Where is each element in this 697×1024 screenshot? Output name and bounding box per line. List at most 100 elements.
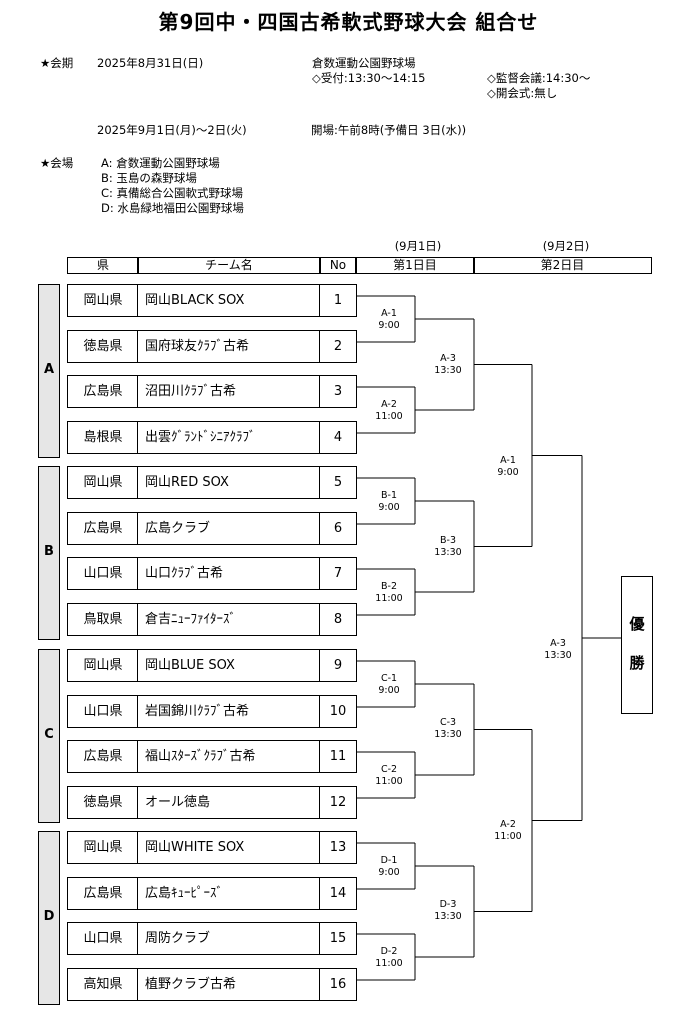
venue-item: D: 水島緑地福田公園野球場 xyxy=(101,201,244,215)
match-time: 11:00 xyxy=(375,958,403,969)
team-name: 山口ｸﾗﾌﾞ古希 xyxy=(137,557,321,590)
team-number: 1 xyxy=(319,284,357,317)
match-game: A-2 xyxy=(381,399,397,410)
match-game: B-3 xyxy=(440,535,456,546)
games-dates: 2025年9月1日(月)〜2日(火) xyxy=(97,123,247,137)
team-name: 出雲ｸﾞﾗﾝﾄﾞｼﾆｱｸﾗﾌﾞ xyxy=(137,421,321,454)
team-number: 2 xyxy=(319,330,357,363)
team-prefecture: 高知県 xyxy=(67,968,139,1001)
match-time: 11:00 xyxy=(375,411,403,422)
match-game: C-3 xyxy=(439,717,457,728)
match-time: 9:00 xyxy=(378,502,400,513)
match-game: D-3 xyxy=(439,899,457,910)
match-time: 9:00 xyxy=(378,685,400,696)
team-number: 16 xyxy=(319,968,357,1001)
team-name: 周防クラブ xyxy=(137,922,321,955)
directors-meeting: ◇監督会議:14:30〜 xyxy=(487,71,591,85)
team-number: 6 xyxy=(319,512,357,545)
team-prefecture: 岡山県 xyxy=(67,831,139,864)
team-header: チーム名 xyxy=(137,257,321,274)
day1-header: 第1日目 xyxy=(355,257,475,274)
block-d-column xyxy=(38,831,60,1005)
team-name: 岡山BLACK SOX xyxy=(137,284,321,317)
match-time: 11:00 xyxy=(375,593,403,604)
team-prefecture: 広島県 xyxy=(67,375,139,408)
team-name: 国府球友ｸﾗﾌﾞ古希 xyxy=(137,330,321,363)
opening-time: 開場:午前8時(予備日 3日(水)) xyxy=(311,123,467,137)
venue-item: C: 真備総合公園軟式野球場 xyxy=(101,186,244,200)
pref-header: 県 xyxy=(67,257,139,274)
team-number: 8 xyxy=(319,603,357,636)
team-prefecture: 徳島県 xyxy=(67,330,139,363)
venue-item: B: 玉島の森野球場 xyxy=(101,171,197,185)
team-prefecture: 広島県 xyxy=(67,512,139,545)
match-time: 9:00 xyxy=(378,867,400,878)
team-prefecture: 鳥取県 xyxy=(67,603,139,636)
team-prefecture: 山口県 xyxy=(67,922,139,955)
page-title: 第9回中・四国古希軟式野球大会 組合せ xyxy=(158,10,539,34)
team-name: 岩国錦川ｸﾗﾌﾞ古希 xyxy=(137,695,321,728)
match-game: C-1 xyxy=(380,673,398,684)
day1-date-header: (9月1日) xyxy=(394,239,442,253)
team-name: 福山ｽﾀｰｽﾞｸﾗﾌﾞ古希 xyxy=(137,740,321,773)
match-time: 11:00 xyxy=(494,831,522,842)
team-prefecture: 山口県 xyxy=(67,557,139,590)
opening-ceremony: ◇開会式:無し xyxy=(487,86,558,100)
team-prefecture: 広島県 xyxy=(67,740,139,773)
day2-header: 第2日目 xyxy=(473,257,652,274)
team-name: 広島ｷｭｰﾋﾟｰｽﾞ xyxy=(137,877,321,910)
team-number: 13 xyxy=(319,831,357,864)
team-number: 14 xyxy=(319,877,357,910)
team-number: 11 xyxy=(319,740,357,773)
match-time: 13:30 xyxy=(434,911,462,922)
team-number: 12 xyxy=(319,786,357,819)
match-game: A-3 xyxy=(440,353,456,364)
team-number: 9 xyxy=(319,649,357,682)
champion-char: 優 xyxy=(629,615,645,633)
match-game: B-2 xyxy=(381,581,397,592)
champion-char: 勝 xyxy=(629,654,645,672)
day1-venue: 倉数運動公園野球場 xyxy=(312,56,416,70)
venues-label: ★会場 xyxy=(40,156,74,170)
team-name: 植野クラブ古希 xyxy=(137,968,321,1001)
block-label: D xyxy=(43,909,55,924)
block-label: C xyxy=(44,727,54,742)
block-b-column xyxy=(38,466,60,640)
match-time: 13:30 xyxy=(544,650,572,661)
team-name: 広島クラブ xyxy=(137,512,321,545)
no-header: No xyxy=(319,257,357,274)
block-label: A xyxy=(43,362,55,377)
match-game: A-1 xyxy=(381,308,397,319)
team-prefecture: 山口県 xyxy=(67,695,139,728)
team-prefecture: 岡山県 xyxy=(67,284,139,317)
block-label: B xyxy=(44,544,54,559)
match-time: 9:00 xyxy=(497,467,519,478)
day1-date: 2025年8月31日(日) xyxy=(97,56,204,70)
team-prefecture: 岡山県 xyxy=(67,466,139,499)
team-prefecture: 島根県 xyxy=(67,421,139,454)
block-c-column xyxy=(38,649,60,823)
period-label: ★会期 xyxy=(40,56,74,70)
match-game: A-3 xyxy=(550,638,566,649)
champion-box: 優 勝 xyxy=(621,576,653,714)
reception-time: ◇受付:13:30〜14:15 xyxy=(312,71,426,85)
match-time: 13:30 xyxy=(434,729,462,740)
match-game: A-2 xyxy=(500,819,516,830)
venue-item: A: 倉数運動公園野球場 xyxy=(101,156,220,170)
team-number: 10 xyxy=(319,695,357,728)
match-time: 13:30 xyxy=(434,547,462,558)
team-name: 沼田川ｸﾗﾌﾞ古希 xyxy=(137,375,321,408)
